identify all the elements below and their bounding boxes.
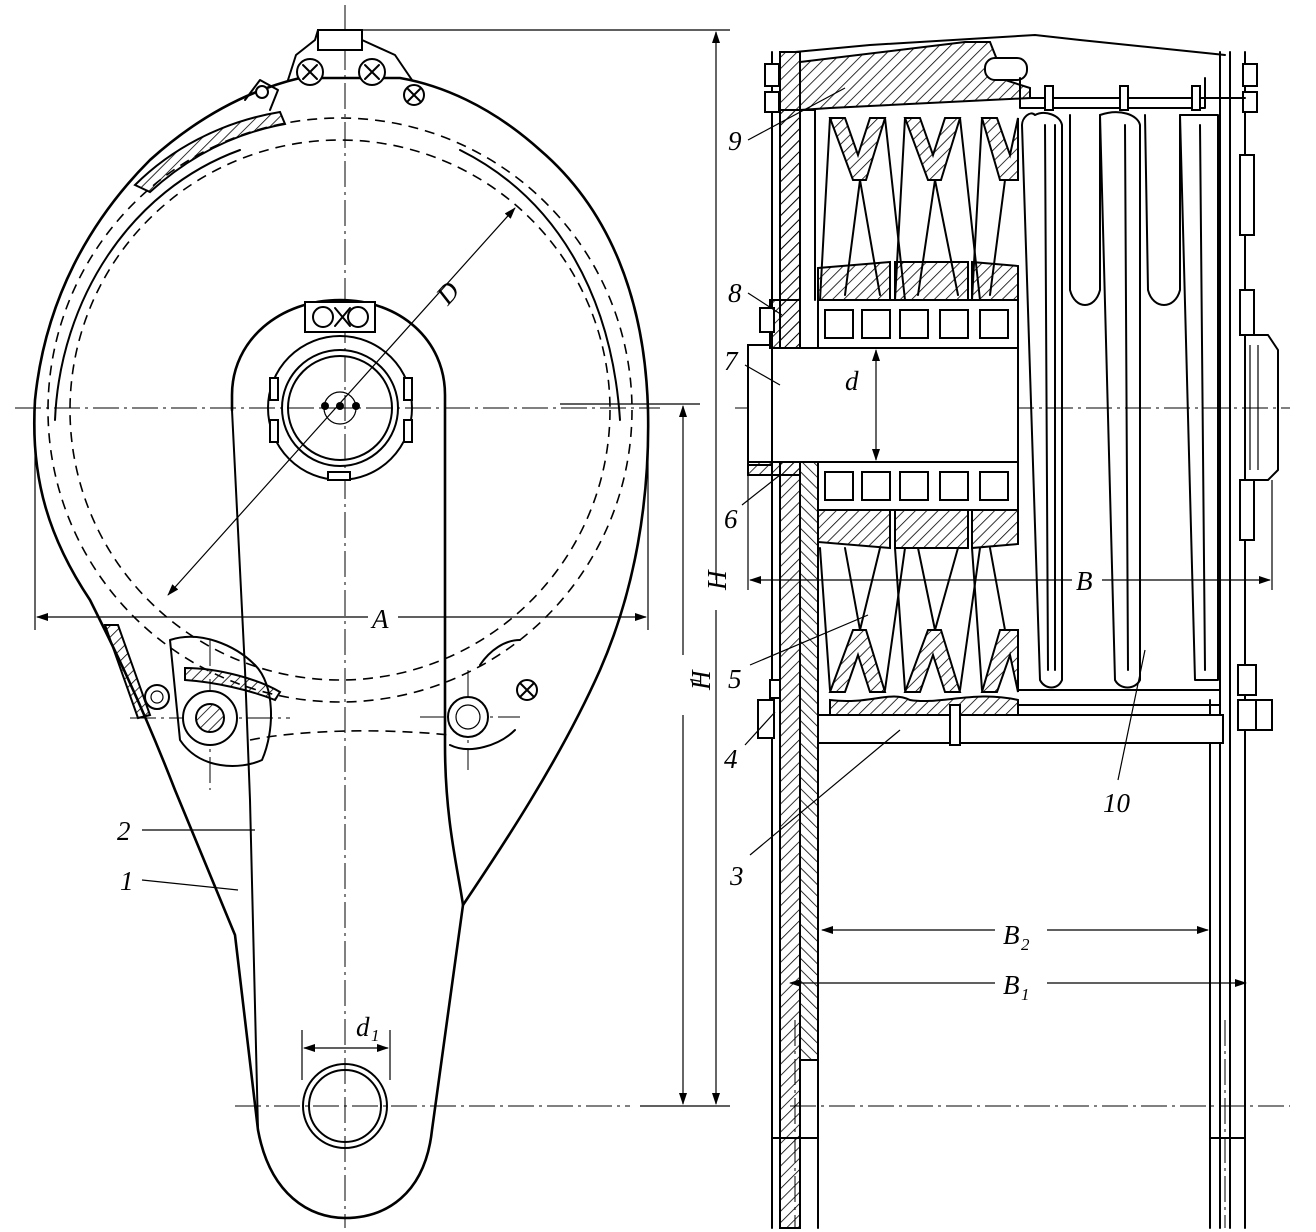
dim-H1-sub: 1 bbox=[686, 677, 705, 686]
callout-7: 7 bbox=[724, 346, 781, 386]
dim-H1: H 1 bbox=[560, 403, 730, 1107]
svg-text:1: 1 bbox=[120, 866, 134, 896]
housing-outline bbox=[33, 76, 650, 1220]
stripper-plate bbox=[184, 666, 282, 702]
svg-text:2: 2 bbox=[117, 816, 131, 846]
dim-A-label: A bbox=[370, 604, 389, 634]
svg-text:8: 8 bbox=[728, 278, 742, 308]
svg-text:3: 3 bbox=[729, 861, 744, 891]
svg-text:9: 9 bbox=[728, 126, 742, 156]
svg-text:10: 10 bbox=[1103, 788, 1131, 818]
side-bracket bbox=[1239, 154, 1279, 541]
callout-5: 5 bbox=[728, 614, 869, 694]
callout-6: 6 bbox=[724, 474, 781, 534]
guide-rollers bbox=[1017, 111, 1221, 706]
dim-B2-sub: 2 bbox=[1021, 935, 1030, 954]
dim-B-label: B bbox=[1076, 566, 1093, 596]
callout-8: 8 bbox=[728, 278, 783, 316]
sheave-inner-dashed bbox=[69, 139, 611, 681]
left-inner-plate bbox=[799, 459, 819, 1061]
dim-H1-label: H bbox=[686, 669, 716, 691]
callout-9: 9 bbox=[728, 87, 846, 156]
cheek-plate bbox=[230, 298, 465, 907]
dim-d1-sub: 1 bbox=[371, 1026, 380, 1045]
dim-d: d bbox=[840, 349, 880, 461]
nut-icon bbox=[144, 684, 170, 710]
dim-D-label: D bbox=[429, 275, 465, 311]
dim-d-label: d bbox=[845, 366, 859, 396]
dim-B1: B 1 bbox=[789, 966, 1247, 1004]
dim-d1-label: d bbox=[356, 1012, 370, 1042]
sheaves bbox=[817, 117, 1019, 693]
side-view: B d B 2 B 1 9 8 bbox=[724, 34, 1290, 1229]
lower-eye bbox=[302, 1063, 388, 1149]
callout-2: 2 bbox=[117, 816, 255, 846]
dim-B1-label: B bbox=[1003, 970, 1020, 1000]
top-bracket bbox=[287, 29, 425, 106]
axle-hub bbox=[267, 301, 413, 481]
dim-H-label: H bbox=[702, 569, 732, 591]
dim-A: A bbox=[34, 400, 649, 634]
sheave-outer-dashed bbox=[47, 117, 633, 703]
dim-B1-sub: 1 bbox=[1021, 985, 1030, 1004]
dim-H: H bbox=[345, 29, 732, 1105]
top-cover bbox=[794, 34, 1226, 56]
svg-text:7: 7 bbox=[724, 346, 739, 376]
right-plate bbox=[1209, 51, 1246, 1229]
dim-B2-label: B bbox=[1003, 920, 1020, 950]
callout-3: 3 bbox=[729, 729, 901, 891]
svg-text:5: 5 bbox=[728, 664, 742, 694]
axle bbox=[747, 299, 1019, 511]
dim-d1: d 1 bbox=[301, 1012, 391, 1080]
upper-guard-plate bbox=[133, 110, 287, 194]
bolt-icon bbox=[312, 306, 334, 328]
bolt-icon bbox=[347, 306, 369, 328]
callout-1: 1 bbox=[120, 866, 239, 896]
svg-text:4: 4 bbox=[724, 744, 738, 774]
top-tie-bolt bbox=[764, 63, 1258, 113]
front-view: A D d 1 H 1 H bbox=[15, 5, 732, 1228]
castle-nut-icon bbox=[447, 696, 489, 738]
dim-B2: B 2 bbox=[821, 915, 1209, 954]
dim-B: B bbox=[747, 465, 1273, 596]
callout-10: 10 bbox=[1103, 649, 1146, 818]
lower-guard-plate bbox=[103, 624, 152, 720]
svg-text:6: 6 bbox=[724, 504, 738, 534]
bottom-tie-bolt bbox=[757, 664, 1273, 746]
callout-4: 4 bbox=[724, 711, 776, 774]
dim-D: D bbox=[167, 207, 516, 596]
